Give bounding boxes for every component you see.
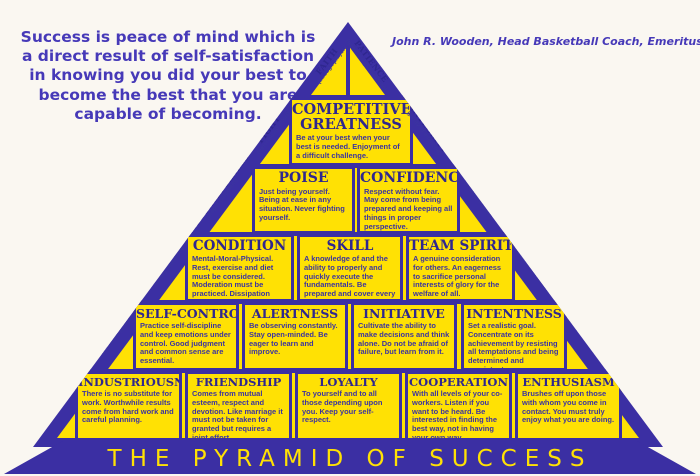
block-industriousness: INDUSTRIOUSNESS There is no substitute f… — [75, 371, 182, 441]
block-desc: To yourself and to all those depending u… — [302, 389, 383, 425]
block-poise: POISE Just being yourself. Being at ease… — [252, 166, 355, 234]
block-title: POISE — [278, 170, 329, 186]
block-cooperation: COOPERATION With all levels of your co-w… — [405, 371, 512, 441]
block-friendship: FRIENDSHIP Comes from mutual esteem, res… — [185, 371, 292, 441]
block-desc: Mental-Moral-Physical. Rest, exercise an… — [192, 254, 274, 299]
block-title: COMPETITIVE GREATNESS — [292, 101, 412, 134]
success-quote: Success is peace of mind which is a dire… — [20, 28, 316, 123]
block-desc: Be at your best when your best is needed… — [296, 133, 400, 160]
block-title: FRIENDSHIP — [195, 375, 282, 389]
block-desc: Cultivate the ability to make decisions … — [358, 321, 450, 357]
block-desc: Be observing constantly. Stay open-minde… — [249, 321, 338, 357]
block-skill: SKILL A knowledge of and the ability to … — [297, 234, 403, 302]
block-condition: CONDITION Mental-Moral-Physical. Rest, e… — [185, 234, 294, 302]
block-desc: Set a realistic goal. Concentrate on its… — [468, 321, 559, 371]
block-title: TEAM SPIRIT — [409, 238, 514, 254]
block-self-control: SELF-CONTROL Practice self-discipline an… — [133, 302, 239, 371]
attribution-line: John R. Wooden, Head Basketball Coach, E… — [392, 35, 700, 48]
block-title: CONFIDENCE — [360, 170, 460, 186]
block-competitive-greatness: COMPETITIVE GREATNESS Be at your best wh… — [289, 97, 413, 166]
block-title: COOPERATION — [409, 375, 508, 389]
block-title: INITIATIVE — [363, 306, 445, 321]
block-alertness: ALERTNESS Be observing constantly. Stay … — [242, 302, 348, 371]
block-title: INTENTNESS — [466, 306, 562, 321]
title-banner: THE PYRAMID OF SUCCESS — [4, 441, 696, 474]
block-desc: A genuine consideration for others. An e… — [413, 254, 502, 299]
block-title: CONDITION — [192, 238, 287, 254]
block-enthusiasm: ENTHUSIASM Brushes off upon those with w… — [515, 371, 622, 441]
block-title: SKILL — [326, 238, 374, 254]
block-title: INDUSTRIOUSNESS — [78, 375, 179, 389]
block-desc: Comes from mutual esteem, respect and de… — [192, 389, 283, 441]
block-desc: With all levels of your co-workers. List… — [412, 389, 503, 441]
block-desc: Brushes off upon those with whom you com… — [522, 389, 615, 425]
block-title: LOYALTY — [319, 375, 378, 389]
block-team-spirit: TEAM SPIRIT A genuine consideration for … — [406, 234, 515, 302]
block-initiative: INITIATIVE Cultivate the ability to make… — [351, 302, 457, 371]
block-desc: Respect without fear. May come from bein… — [364, 186, 453, 231]
block-confidence: CONFIDENCE Respect without fear. May com… — [357, 166, 460, 234]
block-desc: Just being yourself. Being at ease in an… — [259, 186, 345, 222]
block-title: ENTHUSIASM — [522, 375, 615, 389]
block-title: ALERTNESS — [251, 306, 339, 321]
block-title: SELF-CONTROL — [136, 306, 239, 321]
block-desc: There is no substitute for work. Worthwh… — [82, 389, 174, 425]
poster-title: THE PYRAMID OF SUCCESS — [107, 445, 593, 472]
block-loyalty: LOYALTY To yourself and to all those dep… — [295, 371, 402, 441]
block-intentness: INTENTNESS Set a realistic goal. Concent… — [461, 302, 567, 371]
block-desc: A knowledge of and the ability to proper… — [304, 254, 396, 299]
block-desc: Practice self-discipline and keep emotio… — [140, 321, 231, 366]
